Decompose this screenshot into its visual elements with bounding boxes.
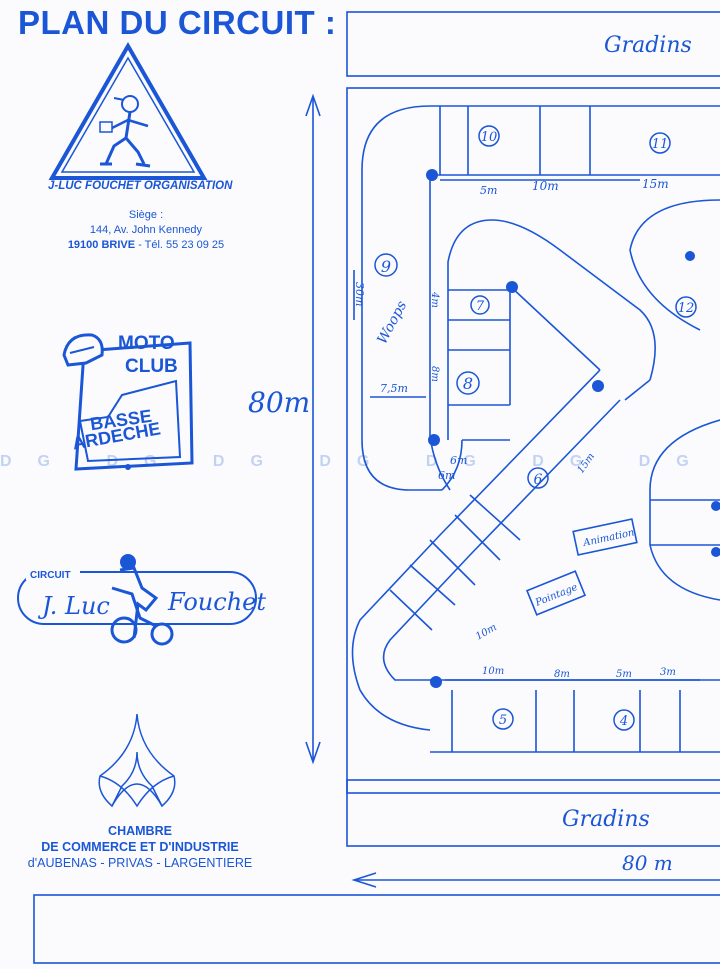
track-hairpin-inner bbox=[509, 285, 601, 371]
section-5: 5 bbox=[499, 713, 507, 728]
dist-30m: 30m bbox=[353, 282, 366, 306]
chamber-line3: d'AUBENAS - PRIVAS - LARGENTIERE bbox=[27, 856, 253, 870]
circuit-logo bbox=[17, 554, 257, 646]
city: 19100 BRIVE bbox=[67, 239, 136, 251]
watermark-2: DG bbox=[106, 453, 183, 470]
dist-10m-top: 10m bbox=[532, 179, 559, 193]
woops-label: Woops bbox=[374, 298, 410, 347]
track-hairpin-outer bbox=[447, 219, 656, 440]
watermark-1: DG bbox=[0, 453, 76, 470]
grandstand-top-box bbox=[346, 11, 720, 77]
track-right-lower bbox=[649, 419, 720, 601]
circuit-logo-name-right: Fouchet bbox=[168, 588, 266, 616]
watermark-6: DG bbox=[532, 453, 609, 470]
watermark-4: DG bbox=[319, 453, 396, 470]
moto-club-logo bbox=[62, 333, 194, 471]
height-label: 80m bbox=[248, 386, 310, 419]
grandstand-bottom-box bbox=[346, 779, 720, 847]
width-arrow-head bbox=[351, 872, 377, 888]
seat-label: Siège : bbox=[128, 209, 164, 221]
dist-5m-bottom: 5m bbox=[616, 669, 632, 680]
watermark-5: DG bbox=[425, 453, 502, 470]
height-arrow-head-bottom bbox=[305, 741, 321, 765]
section-9: 9 bbox=[381, 257, 391, 276]
grandstand-bottom-label: Gradins bbox=[562, 807, 650, 832]
height-arrow-head-top bbox=[305, 93, 321, 117]
section-4: 4 bbox=[619, 714, 628, 729]
section-10: 10 bbox=[481, 130, 498, 145]
dist-3m-bottom: 3m bbox=[660, 667, 676, 678]
organizer-logo bbox=[48, 42, 208, 180]
dist-10m-diag: 10m bbox=[474, 622, 499, 643]
circuit-logo-name-left: J. Luc bbox=[42, 592, 110, 620]
dist-4m: 4m bbox=[429, 291, 440, 308]
dist-6m-b: 6m bbox=[450, 454, 467, 467]
animation-box bbox=[572, 518, 638, 556]
watermark-row: DG DG DG DG DG DG DG DG DG DG bbox=[0, 453, 720, 477]
width-label: 80 m bbox=[622, 851, 673, 875]
organizer-name: J-LUC FOUCHET ORGANISATION bbox=[48, 180, 233, 192]
section-12: 12 bbox=[678, 301, 695, 316]
dist-8m: 8m bbox=[429, 366, 440, 382]
dist-15m-top: 15m bbox=[642, 177, 669, 191]
chamber-logo bbox=[98, 713, 176, 808]
track-right-upper bbox=[629, 199, 720, 331]
animation-label: Animation bbox=[581, 527, 635, 549]
page-title: PLAN DU CIRCUIT : bbox=[18, 4, 337, 41]
section-7: 7 bbox=[476, 299, 485, 314]
field-border bbox=[346, 87, 720, 794]
city-phone: 19100 BRIVE - Tél. 55 23 09 25 bbox=[20, 238, 272, 253]
circuit-logo-label: CIRCUIT bbox=[30, 570, 71, 581]
dist-5m-top: 5m bbox=[480, 184, 497, 197]
moto-club-line2: CLUB bbox=[125, 356, 178, 377]
chamber-line2: DE COMMERCE ET D'INDUSTRIE bbox=[41, 840, 239, 854]
chamber-block: CHAMBRE DE COMMERCE ET D'INDUSTRIE d'AUB… bbox=[0, 823, 280, 871]
track-left-outer bbox=[361, 105, 442, 491]
organizer-address-block: Siège : 144, Av. John Kennedy 19100 BRIV… bbox=[20, 208, 272, 253]
chamber-line1: CHAMBRE bbox=[108, 824, 172, 838]
grandstand-top-label: Gradins bbox=[604, 33, 692, 58]
dist-8m-bottom: 8m bbox=[554, 669, 570, 680]
pointage-box bbox=[525, 570, 587, 616]
bottom-box bbox=[33, 894, 720, 964]
section-6: 6 bbox=[534, 472, 543, 488]
moto-club-line1: MOTO bbox=[118, 333, 175, 354]
track-diagonal-outer bbox=[351, 369, 601, 731]
watermark-7: DG bbox=[638, 453, 715, 470]
dist-7-5m: 7,5m bbox=[380, 382, 408, 395]
watermark-3: DG bbox=[212, 453, 289, 470]
track-diagonal-inner bbox=[382, 399, 621, 681]
dist-6m-a: 6m bbox=[438, 469, 455, 482]
address: 144, Av. John Kennedy bbox=[89, 224, 203, 236]
section-8: 8 bbox=[463, 374, 473, 393]
section-11: 11 bbox=[652, 137, 669, 152]
phone: - Tél. 55 23 09 25 bbox=[135, 239, 225, 251]
dist-10m-bottom: 10m bbox=[482, 666, 504, 677]
